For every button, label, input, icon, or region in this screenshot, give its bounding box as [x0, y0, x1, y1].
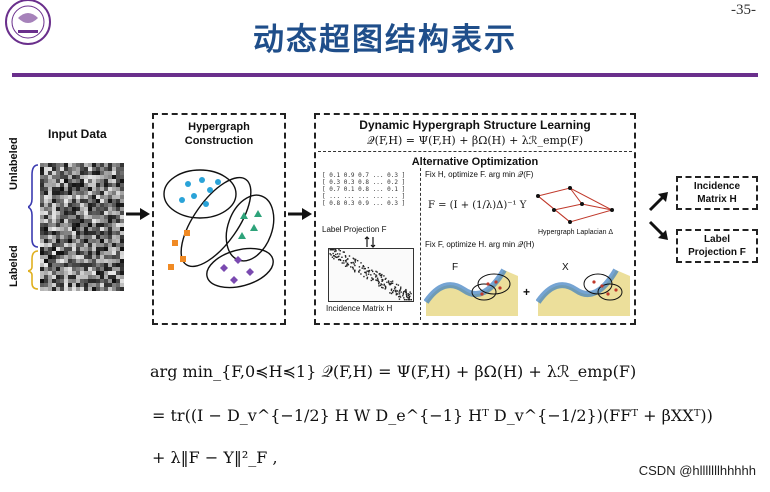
slide-title: 动态超图结构表示 — [0, 14, 770, 59]
arrow-right-icon — [126, 206, 152, 222]
input-braces — [28, 163, 40, 291]
feature-surface-f — [424, 256, 520, 320]
arrow-up-right-icon — [648, 190, 672, 214]
formula-line-2: = tr((I − D_v^{−1/2} H W D_e^{−1} Hᵀ D_v… — [152, 406, 713, 425]
hypergraph-illustration — [158, 160, 282, 300]
section-divider — [318, 151, 632, 152]
label-projection-caption: Label Projection F — [322, 225, 386, 234]
formula-line-3: + λ‖F − Y‖²_F , — [152, 448, 278, 467]
input-data-heading: Input Data — [48, 127, 107, 141]
label-projection-matrix: [ 0.1 0.9 0.7 ... 0.3 ] [ 0.3 0.3 0.8 ..… — [322, 172, 416, 232]
incidence-matrix-caption: Incidence Matrix H — [326, 304, 392, 313]
fix-f-step: Fix F, optimize H. arg min 𝒬(H) — [425, 240, 534, 250]
incidence-matrix-plot — [328, 248, 414, 302]
fix-h-step: Fix H, optimize F. arg min 𝒬(F) — [425, 170, 533, 180]
matrix-row: [ 0.8 0.3 0.9 ... 0.3 ] — [322, 200, 416, 207]
matrix-row: [ 0.3 0.3 0.8 ... 0.2 ] — [322, 179, 416, 186]
f-update-equation: F = (I + (1/λ)Δ)⁻¹ Y — [428, 200, 526, 211]
inner-divider — [420, 168, 421, 320]
unlabeled-side-label: Unlabeled — [8, 137, 20, 190]
matrix-row: [ 0.1 0.9 0.7 ... 0.3 ] — [322, 172, 416, 179]
hypergraph-laplacian-diagram — [530, 182, 618, 230]
alternative-optimization-title: Alternative Optimization — [314, 156, 636, 168]
dynamic-learning-title: Dynamic Hypergraph Structure Learning — [314, 118, 636, 132]
matrix-row: [ ... ... ... ... ... ] — [322, 193, 416, 200]
swap-arrows-icon — [364, 236, 376, 248]
formula-line-1: arg min_{F,0≼H≼1} 𝒬(F,H) = Ψ(F,H) + βΩ(H… — [150, 362, 636, 382]
watermark: CSDN @hlllllllhhhhh — [639, 463, 756, 478]
plus-sign: + — [523, 285, 530, 299]
input-data-grid — [40, 163, 124, 291]
matrix-row: [ 0.7 0.1 0.8 ... 0.1 ] — [322, 186, 416, 193]
feature-surface-x — [536, 256, 632, 320]
labeled-side-label: Labeled — [8, 245, 20, 287]
laplacian-caption: Hypergraph Laplacian Δ — [538, 229, 613, 236]
arrow-down-right-icon — [648, 218, 672, 242]
arrow-right-icon — [288, 206, 314, 222]
title-divider — [12, 73, 758, 77]
objective-equation: 𝒬(F,H) = Ψ(F,H) + βΩ(H) + λℛ_emp(F) — [314, 134, 636, 148]
